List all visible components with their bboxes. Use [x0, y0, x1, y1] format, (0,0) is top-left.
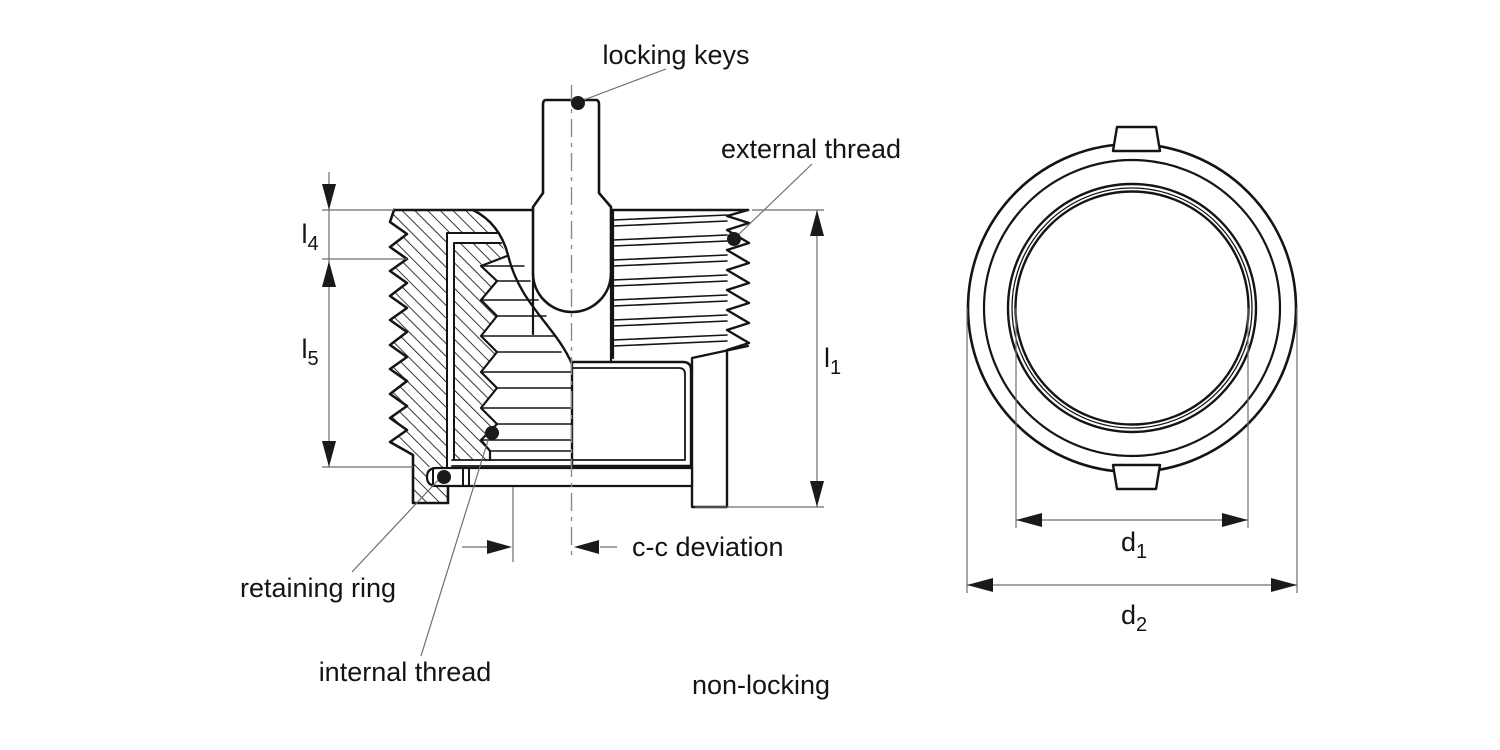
cc-deviation-label: c-c deviation: [632, 532, 784, 562]
leader-lines: [351, 68, 813, 657]
non-locking-label: non-locking: [692, 670, 830, 700]
internal-thread-mid-circle: [1011, 187, 1253, 429]
retaining-ring-groove: [425, 466, 694, 488]
key-slot-channel-walls: [446, 232, 502, 468]
section-hatch-left-band: [390, 210, 499, 503]
locking-keys-label: locking keys: [602, 40, 749, 70]
locking-key-tab-top: [1111, 125, 1162, 153]
internal-thread-crest-circle: [1006, 182, 1258, 434]
labels: locking keys external thread retaining r…: [240, 40, 1147, 700]
counterbore-bottom-lines: [451, 459, 573, 467]
dimension-l1: l1: [824, 343, 841, 379]
dimension-lines: [322, 172, 1298, 593]
counterbore-inner-wall: [571, 367, 686, 461]
section-view: [388, 85, 751, 560]
retaining-ring-section: [432, 467, 470, 487]
key-seat-sweep-curve: [471, 208, 574, 366]
internal-thread-root-circle: [1014, 190, 1250, 426]
dimension-l4: l4: [301, 219, 318, 255]
front-view: [966, 125, 1298, 491]
mounting-leg: [690, 350, 729, 509]
external-thread-leader-dot: [727, 232, 741, 246]
key-slot-channel: [447, 233, 501, 462]
external-thread-teeth-right: [725, 208, 751, 352]
external-thread-helix-lines: [612, 214, 728, 347]
internal-thread-flank-lines: [480, 265, 572, 452]
internal-thread-leader-dot: [485, 426, 499, 440]
internal-thread-label: internal thread: [319, 657, 492, 687]
locking-key-body: [531, 98, 613, 314]
locking-keys-leader-dot: [571, 96, 585, 110]
extension-and-dimension-lines: [322, 172, 1298, 593]
outer-diameter-circle: [966, 142, 1298, 474]
dimension-d2: d2: [1121, 600, 1147, 636]
internal-thread-profile: [479, 254, 509, 462]
dimension-d1: d1: [1121, 527, 1147, 563]
key-slot-walls: [531, 271, 613, 364]
counterbore-outer-wall: [570, 360, 693, 468]
retaining-ring-label: retaining ring: [240, 573, 396, 603]
thread-runout-slant: [690, 344, 750, 360]
dimension-l5: l5: [301, 334, 318, 370]
callout-leader-lines: [351, 68, 813, 657]
locking-key-tab-bottom: [1111, 463, 1162, 491]
retaining-ring-leader-dot: [437, 470, 451, 484]
external-thread-label: external thread: [721, 134, 901, 164]
flange-circle: [982, 158, 1282, 458]
section-hatch-middle-band: [454, 243, 507, 460]
